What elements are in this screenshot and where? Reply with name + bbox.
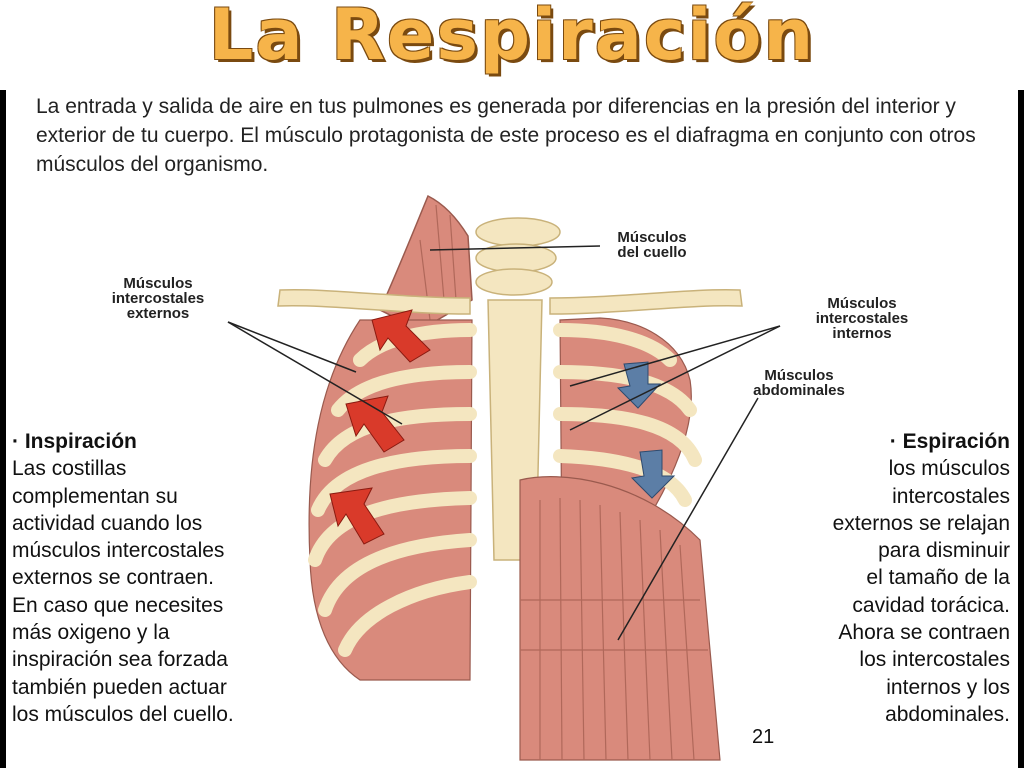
label-abdominal-muscles: Músculos abdominales (753, 367, 845, 399)
slide-title: La Respiración (208, 0, 816, 76)
inspiration-text: · Inspiración Las costillas complementan… (12, 428, 312, 728)
intro-paragraph: La entrada y salida de aire en tus pulmo… (36, 95, 976, 176)
left-clavicle (277, 288, 471, 315)
inspiration-heading: · Inspiración (12, 430, 137, 453)
slide-frame-left (0, 90, 6, 768)
label-neck-muscles: Músculos del cuello (617, 229, 687, 261)
label-internal-intercostals: Músculos intercostales internos (815, 295, 909, 342)
expiration-heading: · Espiración (889, 430, 1010, 453)
vertebrae-column (475, 217, 561, 296)
leader-lines (227, 245, 781, 641)
abdominal-muscle (519, 476, 721, 761)
slide-frame-right (1018, 90, 1024, 768)
label-external-intercostals: Músculos intercostales externos (111, 275, 205, 322)
inspiration-arrows (329, 309, 431, 545)
expiration-arrows (616, 361, 676, 499)
expiration-text: · Espiración los músculos intercostales … (740, 428, 1010, 728)
page-number: 21 (752, 726, 775, 748)
right-clavicle (549, 288, 743, 315)
